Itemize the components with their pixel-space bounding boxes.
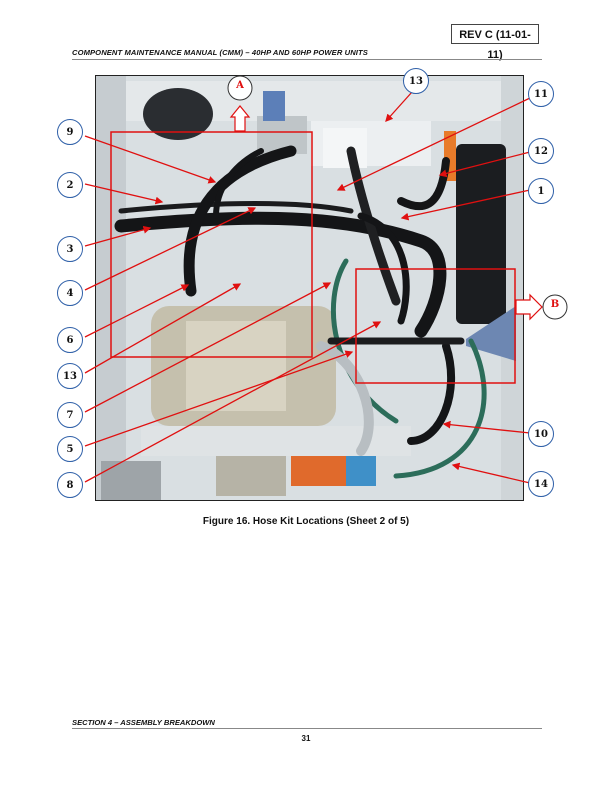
figure-caption: Figure 16. Hose Kit Locations (Sheet 2 o… <box>202 516 410 527</box>
callout-11: 11 <box>528 81 554 107</box>
section-footer: SECTION 4 – ASSEMBLY BREAKDOWN <box>72 718 215 727</box>
view-callout-b <box>542 294 568 320</box>
page-number: 31 <box>301 734 311 743</box>
callout-7: 7 <box>57 402 83 428</box>
view-callout-b-label: B <box>550 299 560 310</box>
callout-14: 14 <box>528 471 554 497</box>
photo-illustration <box>96 76 523 500</box>
callout-4: 4 <box>57 280 83 306</box>
callout-12: 12 <box>528 138 554 164</box>
callout-1: 1 <box>528 178 554 204</box>
header-rule <box>72 59 542 60</box>
footer-rule <box>72 728 542 729</box>
manual-title: COMPONENT MAINTENANCE MANUAL (CMM) – 40H… <box>72 48 368 57</box>
callout-9: 9 <box>57 119 83 145</box>
callout-13-left: 13 <box>57 363 83 389</box>
hose-kit-photo <box>95 75 524 501</box>
revision-box: REV C (11-01-11) <box>451 24 539 61</box>
callout-2: 2 <box>57 172 83 198</box>
callout-3: 3 <box>57 236 83 262</box>
callout-5: 5 <box>57 436 83 462</box>
callout-8: 8 <box>57 472 83 498</box>
callout-6: 6 <box>57 327 83 353</box>
callout-10: 10 <box>528 421 554 447</box>
